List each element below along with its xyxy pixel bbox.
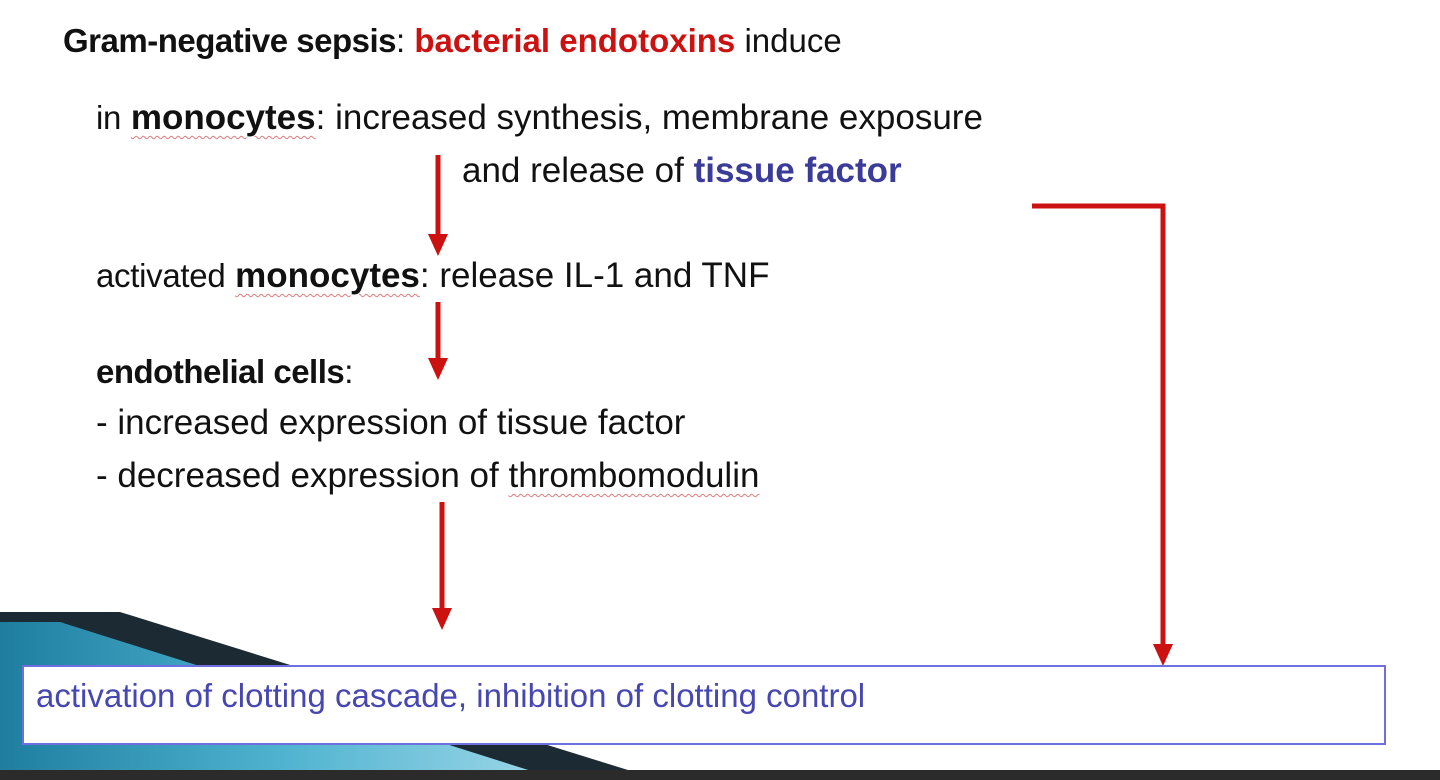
arrow-to-activated-monocytes [428,155,448,256]
arrow-to-clotting-outcome [432,502,452,630]
arrow-to-endothelial-cells [428,302,448,380]
outcome-text: activation of clotting cascade, inhibiti… [36,677,866,714]
thrombomodulin-term: thrombomodulin [508,456,760,495]
heading-verb: induce [744,22,842,59]
monocytes-label: monocytes [130,98,316,137]
endothelial-item-2: - decreased expression of thrombomodulin [96,458,759,493]
endothelial-item-2-prefix: - decreased expression of [96,456,499,495]
endothelial-label: endothelial cells [96,353,345,390]
activated-colon: : [419,256,430,295]
outcome-box: activation of clotting cascade, inhibiti… [22,665,1386,745]
monocytes-colon: : [315,98,326,137]
monocytes-text: increased synthesis, membrane exposure [335,98,983,137]
arrow-tissue-factor-to-outcome [1032,203,1173,666]
heading-label: Gram-negative sepsis [63,22,397,59]
activated-prefix: activated [96,257,226,294]
endothelial-colon: : [344,353,354,390]
monocytes-line: in monocytes: increased synthesis, membr… [96,100,983,135]
tissue-factor-prefix: and release of [462,151,684,190]
activated-monocytes-line: activated monocytes: release IL-1 and TN… [96,258,769,293]
endothelial-item-1: - increased expression of tissue factor [96,403,686,442]
tissue-factor-highlight: tissue factor [693,151,902,190]
heading-line: Gram-negative sepsis: bacterial endotoxi… [63,24,842,57]
activated-label: monocytes [235,256,420,295]
monocytes-prefix: in [96,99,122,136]
heading-endotoxins: bacterial endotoxins [414,22,736,59]
tissue-factor-line: and release of tissue factor [462,153,902,188]
activated-text: release IL-1 and TNF [439,256,770,295]
heading-colon: : [396,22,406,59]
bottom-bar [0,770,1440,780]
endothelial-line: endothelial cells: [96,355,353,388]
